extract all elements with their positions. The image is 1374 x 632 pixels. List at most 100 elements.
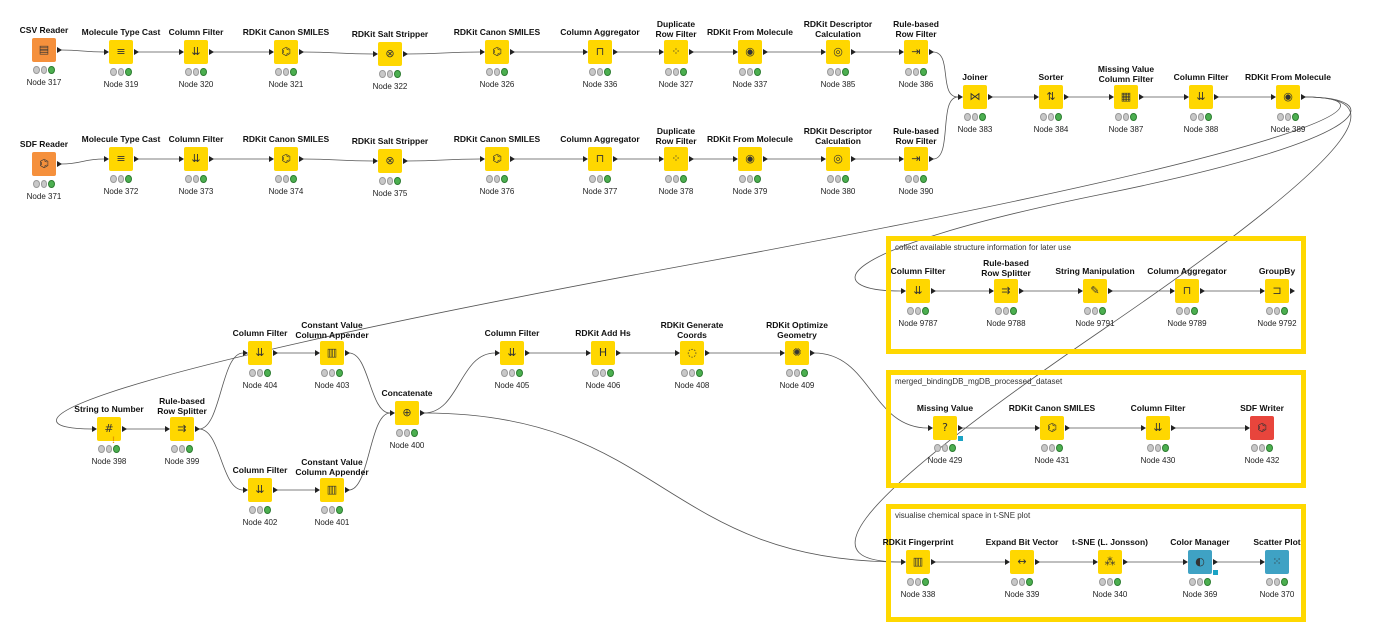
node-399[interactable]: Rule-based Row Splitter⇉Node 399 (137, 377, 227, 473)
annotation-merged-dataset[interactable]: merged_bindingDB_mgDB_processed_dataset (886, 370, 1306, 488)
input-port[interactable] (495, 350, 500, 356)
input-port[interactable] (586, 350, 591, 356)
node-label[interactable]: Node 377 (582, 187, 618, 196)
input-port[interactable] (901, 559, 906, 565)
node-408[interactable]: RDKit Generate Coords◌Node 408 (647, 301, 737, 397)
output-port[interactable] (510, 156, 515, 162)
filter-icon[interactable]: ⇊ (500, 341, 524, 365)
input-port[interactable] (901, 288, 906, 294)
output-port[interactable] (1171, 425, 1176, 431)
node-label[interactable]: Node 9787 (898, 319, 938, 328)
node-label[interactable]: Node 321 (268, 80, 304, 89)
node-label[interactable]: Node 322 (372, 82, 408, 91)
input-port[interactable] (821, 49, 826, 55)
node-380[interactable]: RDKit Descriptor Calculation◎Node 380 (793, 107, 883, 203)
node-label[interactable]: Node 383 (957, 125, 993, 134)
molecule-icon[interactable]: ⌬ (485, 147, 509, 171)
dots-icon[interactable]: ⁘ (664, 147, 688, 171)
node-label[interactable]: Node 338 (900, 590, 936, 599)
output-port[interactable] (57, 161, 62, 167)
output-port[interactable] (1200, 288, 1205, 294)
input-port[interactable] (733, 156, 738, 162)
output-port[interactable] (613, 156, 618, 162)
node-label[interactable]: Node 384 (1033, 125, 1069, 134)
output-port[interactable] (209, 49, 214, 55)
output-port[interactable] (299, 49, 304, 55)
output-port[interactable] (689, 49, 694, 55)
color-icon[interactable]: ◐ (1188, 550, 1212, 574)
node-321[interactable]: RDKit Canon SMILES⌬Node 321 (241, 0, 331, 96)
node-label[interactable]: Node 406 (585, 381, 621, 390)
output-port[interactable] (345, 350, 350, 356)
output-port[interactable] (851, 49, 856, 55)
node-label[interactable]: Node 399 (164, 457, 200, 466)
node-label[interactable]: Node 378 (658, 187, 694, 196)
node-388[interactable]: Column Filter⇊Node 388 (1156, 45, 1246, 141)
node-387[interactable]: Missing Value Column Filter▦Node 387 (1081, 45, 1171, 141)
input-port[interactable] (1109, 94, 1114, 100)
node-label[interactable]: Node 340 (1092, 590, 1128, 599)
sort-icon[interactable]: ⇅ (1039, 85, 1063, 109)
node-9792[interactable]: GroupBy⊐Node 9792 (1232, 239, 1322, 335)
input-port[interactable] (243, 487, 248, 493)
node-label[interactable]: Node 326 (479, 80, 515, 89)
node-label[interactable]: Node 319 (103, 80, 139, 89)
hydrogen-icon[interactable]: H (591, 341, 615, 365)
node-327[interactable]: Duplicate Row Filter⁘Node 327 (631, 0, 721, 96)
annotation-structure-info[interactable]: collect available structure information … (886, 236, 1306, 354)
descriptor-icon[interactable]: ◎ (826, 40, 850, 64)
cast-icon[interactable]: ≡ (109, 147, 133, 171)
aggregate-icon[interactable]: ⊓ (588, 40, 612, 64)
molecule-icon[interactable]: ◉ (1276, 85, 1300, 109)
input-port[interactable] (899, 49, 904, 55)
output-port[interactable] (1123, 559, 1128, 565)
salt-icon[interactable]: ⊗ (378, 149, 402, 173)
question-icon[interactable]: ? (933, 416, 957, 440)
model-port-icon[interactable] (958, 436, 963, 441)
output-port[interactable] (1035, 559, 1040, 565)
output-port[interactable] (931, 559, 936, 565)
input-port[interactable] (1093, 559, 1098, 565)
output-port[interactable] (929, 49, 934, 55)
input-port[interactable] (733, 49, 738, 55)
coords-icon[interactable]: ◌ (680, 341, 704, 365)
node-385[interactable]: RDKit Descriptor Calculation◎Node 385 (793, 0, 883, 96)
node-label[interactable]: Node 9791 (1075, 319, 1115, 328)
molecule-icon[interactable]: ⌬ (274, 40, 298, 64)
node-336[interactable]: Column Aggregator⊓Node 336 (555, 0, 645, 96)
node-339[interactable]: Expand Bit Vector↔Node 339 (977, 510, 1067, 606)
output-port[interactable] (1108, 288, 1113, 294)
filter-icon[interactable]: ⇊ (1146, 416, 1170, 440)
output-port[interactable] (134, 49, 139, 55)
output-port[interactable] (1139, 94, 1144, 100)
output-port[interactable] (299, 156, 304, 162)
node-label[interactable]: Node 408 (674, 381, 710, 390)
input-port[interactable] (989, 288, 994, 294)
node-374[interactable]: RDKit Canon SMILES⌬Node 374 (241, 107, 331, 203)
output-port[interactable] (122, 426, 127, 432)
groupby-icon[interactable]: ⊐ (1265, 279, 1289, 303)
output-port[interactable] (273, 487, 278, 493)
input-port[interactable] (480, 156, 485, 162)
append-icon[interactable]: ▥ (320, 341, 344, 365)
model-port-icon[interactable] (1213, 570, 1218, 575)
node-378[interactable]: Duplicate Row Filter⁘Node 378 (631, 107, 721, 203)
node-label[interactable]: Node 9789 (1167, 319, 1207, 328)
node-322[interactable]: RDKit Salt Stripper⊗Node 322 (345, 2, 435, 98)
node-390[interactable]: Rule-based Row Filter⇥Node 390 (871, 107, 961, 203)
input-port[interactable] (269, 156, 274, 162)
node-9787[interactable]: Column Filter⇊Node 9787 (873, 239, 963, 335)
filter-icon[interactable]: ⇊ (184, 147, 208, 171)
output-port[interactable] (763, 156, 768, 162)
output-port[interactable] (403, 51, 408, 57)
input-port[interactable] (821, 156, 826, 162)
node-label[interactable]: Node 389 (1270, 125, 1306, 134)
node-389[interactable]: RDKit From Molecule◉Node 389 (1243, 45, 1333, 141)
node-383[interactable]: Joiner⋈Node 383 (930, 45, 1020, 141)
filter-icon[interactable]: ⇊ (184, 40, 208, 64)
output-port[interactable] (1214, 94, 1219, 100)
node-label[interactable]: Node 387 (1108, 125, 1144, 134)
split-icon[interactable]: ⇉ (170, 417, 194, 441)
output-port[interactable] (403, 158, 408, 164)
output-port[interactable] (763, 49, 768, 55)
